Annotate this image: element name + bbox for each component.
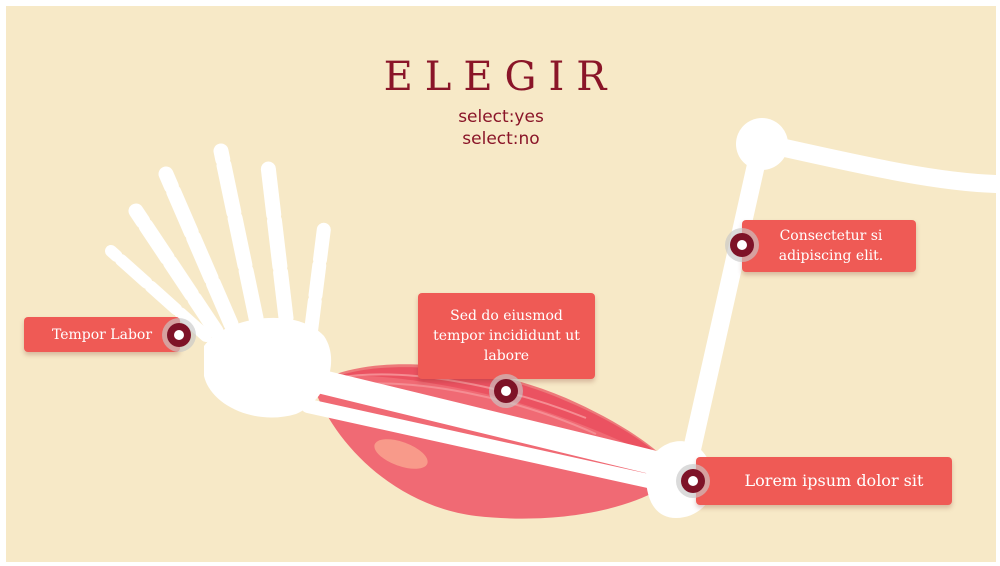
slide-title: ELEGIR — [383, 54, 619, 100]
callout-lorem-text: Lorem ipsum dolor sit — [744, 471, 924, 490]
callout-consectetur: Consectetur si adipiscing elit. — [742, 220, 916, 272]
option-no[interactable]: select:no — [462, 129, 540, 149]
callout-lorem: Lorem ipsum dolor sit — [696, 457, 952, 505]
hand-bones — [105, 143, 332, 418]
callout-tempor: Tempor Labor — [24, 317, 180, 352]
arm-illustration — [105, 118, 996, 519]
option-yes[interactable]: select:yes — [458, 107, 544, 127]
forearm-bones — [294, 366, 688, 493]
marker-tempor-icon[interactable] — [162, 318, 196, 352]
callout-consectetur-text: Consectetur si adipiscing elit. — [778, 228, 884, 264]
slide: ELEGIR select:yes select:no Tempor Labor… — [6, 6, 996, 562]
marker-sed-icon[interactable] — [489, 374, 523, 408]
marker-consectetur-icon[interactable] — [725, 228, 759, 262]
option-list: select:yes select:no — [6, 106, 996, 150]
callout-tempor-text: Tempor Labor — [51, 326, 153, 343]
callout-sed: Sed do eiusmod tempor incididunt ut labo… — [418, 293, 595, 379]
marker-lorem-icon[interactable] — [676, 464, 710, 498]
callout-sed-text: Sed do eiusmod tempor incididunt ut labo… — [433, 308, 580, 364]
